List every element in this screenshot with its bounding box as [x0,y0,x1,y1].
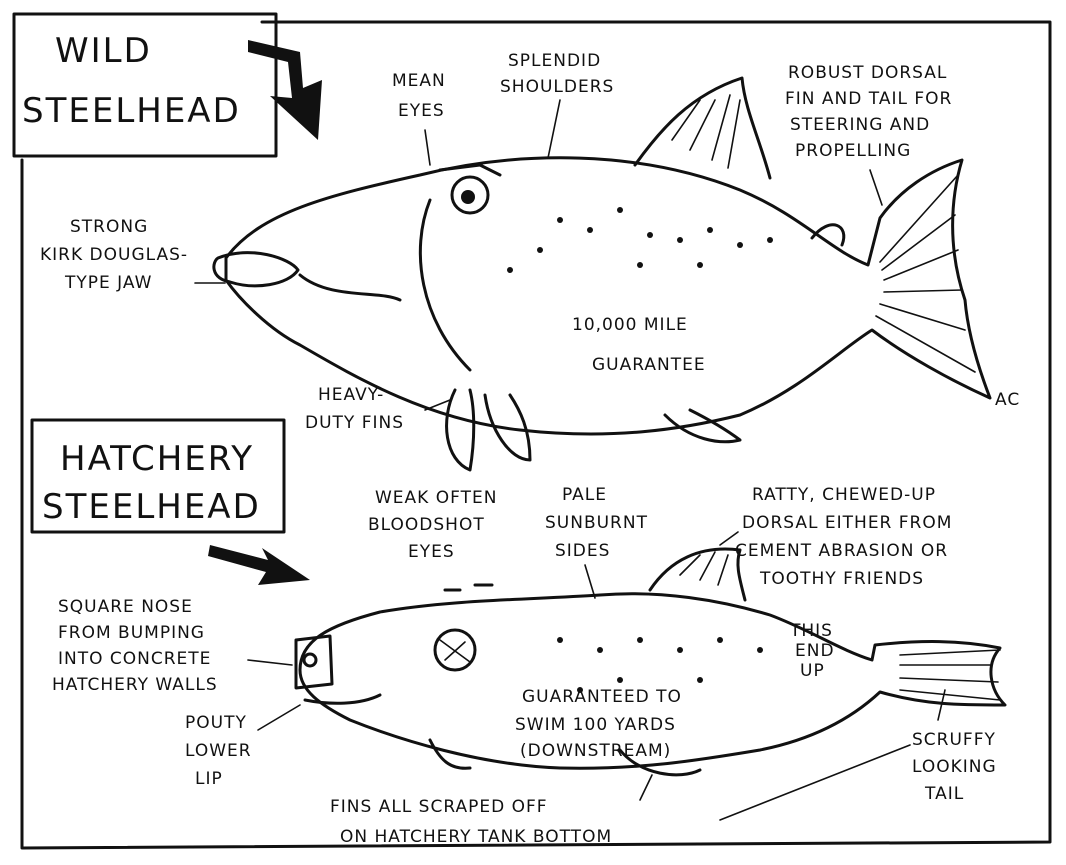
label-text: FIN AND TAIL FOR [785,89,952,109]
label-text: HATCHERY WALLS [52,675,218,695]
label-text: ON HATCHERY TANK BOTTOM [340,827,612,847]
label-text: HEAVY- [318,385,384,405]
hatchery-label-eyes: WEAK OFTEN BLOODSHOT EYES [368,488,497,562]
hatchery-label-nose: SQUARE NOSE FROM BUMPING INTO CONCRETE H… [52,597,292,695]
wild-label-mean-eyes: MEAN EYES [392,71,446,165]
wild-label-shoulders: SPLENDID SHOULDERS [500,51,614,158]
hatchery-title-line1: HATCHERY [60,439,254,479]
wild-label-dorsal: ROBUST DORSAL FIN AND TAIL FOR STEERING … [785,63,952,205]
hatchery-label-tail: SCRUFFY LOOKING TAIL [912,690,997,804]
label-text: UP [800,661,825,681]
label-text: (DOWNSTREAM) [520,741,671,761]
arrow-icon [248,40,322,140]
label-text: STEERING AND [790,115,930,135]
signature: AC [995,390,1020,410]
hatchery-label-dorsal: RATTY, CHEWED-UP DORSAL EITHER FROM CEME… [720,485,952,589]
label-text: MEAN [392,71,446,91]
label-text: PALE [562,485,607,505]
label-text: EYES [398,101,445,121]
hatchery-label-this-end-up: THIS END UP [789,621,835,681]
label-text: GUARANTEED TO [522,687,682,707]
wild-fish-icon [214,78,990,470]
label-text: SPLENDID [508,51,601,71]
label-text: SWIM 100 YARDS [515,715,676,735]
label-text: FROM BUMPING [58,623,205,643]
wild-title-box: WILD STEELHEAD [14,14,276,156]
label-text: STRONG [70,217,148,237]
wild-title-line1: WILD [55,31,152,71]
label-text: SUNBURNT [545,513,648,533]
label-text: DORSAL EITHER FROM [742,513,952,533]
label-text: BLOODSHOT [368,515,485,535]
wild-label-fins: HEAVY- DUTY FINS [305,385,450,433]
label-text: INTO CONCRETE [58,649,211,669]
label-text: TAIL [924,784,964,804]
label-text: PROPELLING [795,141,911,161]
label-text: TYPE JAW [64,273,152,293]
label-text: SHOULDERS [500,77,614,97]
label-text: TOOTHY FRIENDS [759,569,924,589]
label-text: END [795,641,835,661]
label-text: 10,000 MILE [572,315,688,335]
label-text: ROBUST DORSAL [788,63,947,83]
arrow-icon [208,545,310,585]
label-text: GUARANTEE [592,355,706,375]
label-text: CEMENT ABRASION OR [735,541,948,561]
wild-label-jaw: STRONG KIRK DOUGLAS- TYPE JAW [40,217,225,293]
label-text: EYES [408,542,455,562]
hatchery-title-box: HATCHERY STEELHEAD [32,420,284,532]
label-text: DUTY FINS [305,413,404,433]
label-text: KIRK DOUGLAS- [40,245,188,265]
label-text: THIS [789,621,833,641]
hatchery-title-line2: STEELHEAD [42,487,261,527]
label-text: POUTY [185,713,247,733]
hatchery-label-lip: POUTY LOWER LIP [185,705,300,789]
label-text: RATTY, CHEWED-UP [752,485,936,505]
hatchery-label-sides: PALE SUNBURNT SIDES [545,485,648,598]
label-text: LOWER [185,741,252,761]
label-text: SCRUFFY [912,730,996,750]
wild-label-guarantee: 10,000 MILE GUARANTEE [572,315,706,375]
label-text: FINS ALL SCRAPED OFF [330,797,548,817]
label-text: SQUARE NOSE [58,597,193,617]
label-text: SIDES [555,541,610,561]
hatchery-label-swim: GUARANTEED TO SWIM 100 YARDS (DOWNSTREAM… [515,687,682,761]
wild-title-line2: STEELHEAD [22,91,241,131]
label-text: LIP [195,769,223,789]
label-text: LOOKING [912,757,997,777]
label-text: WEAK OFTEN [375,488,497,508]
